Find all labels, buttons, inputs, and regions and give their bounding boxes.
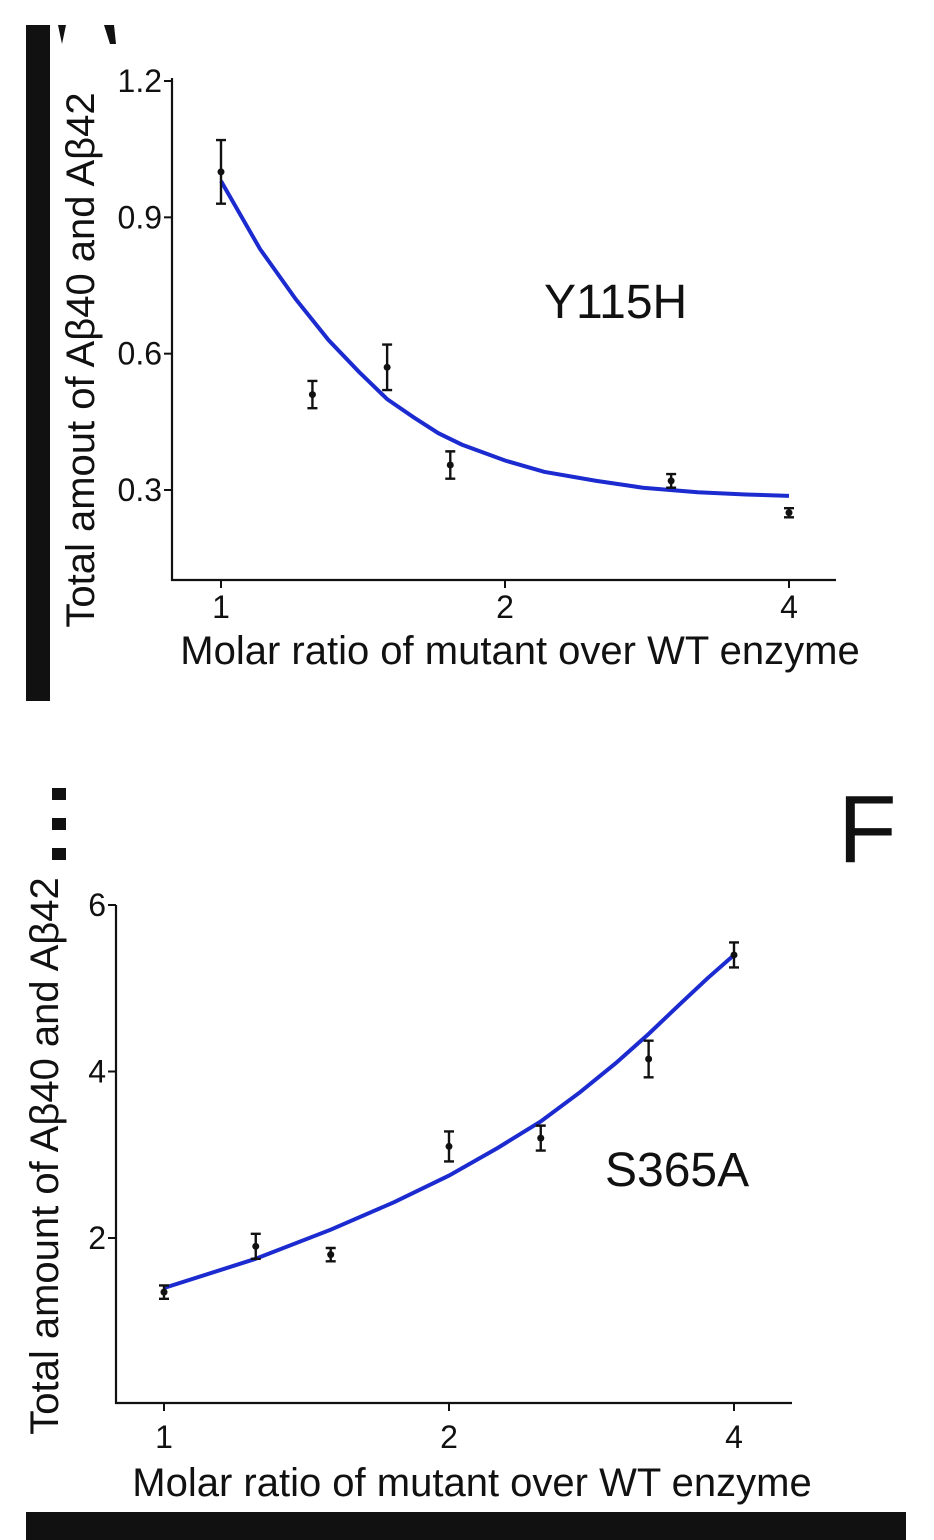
data-point: [667, 477, 675, 485]
axes-frame: [170, 78, 836, 582]
x-axis-title: Molar ratio of mutant over WT enzyme: [180, 629, 860, 673]
chart-s365a: 1 2 4 2 4 6 S365A Molar ratio of mutant over …: [23, 877, 812, 1505]
data-point: [645, 1055, 653, 1063]
left-edge-bar: [26, 25, 50, 701]
x-tick-label: 1: [212, 589, 230, 625]
data-point: [327, 1251, 335, 1259]
y-tick-label: 4: [88, 1054, 106, 1090]
data-point: [160, 1288, 168, 1296]
x-tick-label: 2: [496, 589, 514, 625]
cropped-letter-fragment: [58, 25, 66, 44]
x-tick-label: 1: [155, 1419, 173, 1455]
data-point: [383, 363, 391, 371]
cropped-mark-3: [52, 848, 66, 860]
y-tick-label: 0.3: [118, 472, 162, 508]
series-label: Y115H: [544, 276, 687, 329]
data-point: [252, 1242, 260, 1250]
data-point: [308, 391, 316, 399]
y-axis-title: Total amount of Aβ40 and Aβ42: [23, 877, 67, 1435]
series-label: S365A: [605, 1144, 749, 1197]
y-tick-label: 0.9: [118, 199, 162, 235]
x-tick-label: 4: [725, 1419, 743, 1455]
fit-curve: [219, 180, 790, 498]
chart-y115h: 1 2 4 0.3 0.6 0.9 1.2 Y115H Molar ratio of mut…: [59, 63, 860, 673]
data-point: [445, 1142, 453, 1150]
y-tick-label: 6: [88, 887, 106, 923]
cropped-mark-1: [52, 788, 66, 800]
data-point: [785, 509, 793, 517]
data-point: [537, 1134, 545, 1142]
data-point: [730, 951, 738, 959]
cropped-letter-fragment-2: [104, 25, 116, 44]
x-axis-title: Molar ratio of mutant over WT enzyme: [132, 1461, 812, 1505]
panel-letter: F: [838, 776, 897, 883]
y-tick-label: 2: [88, 1220, 106, 1256]
y-tick-label: 1.2: [118, 63, 162, 99]
data-point: [217, 168, 225, 176]
x-tick-label: 2: [440, 1419, 458, 1455]
cropped-mark-2: [52, 818, 66, 830]
fit-curve: [163, 953, 736, 1290]
bottom-edge-bar: [26, 1512, 906, 1540]
data-point: [446, 461, 454, 469]
y-tick-label: 0.6: [118, 336, 162, 372]
y-axis-title: Total amout of Aβ40 and Aβ42: [59, 92, 103, 627]
x-tick-label: 4: [780, 589, 798, 625]
